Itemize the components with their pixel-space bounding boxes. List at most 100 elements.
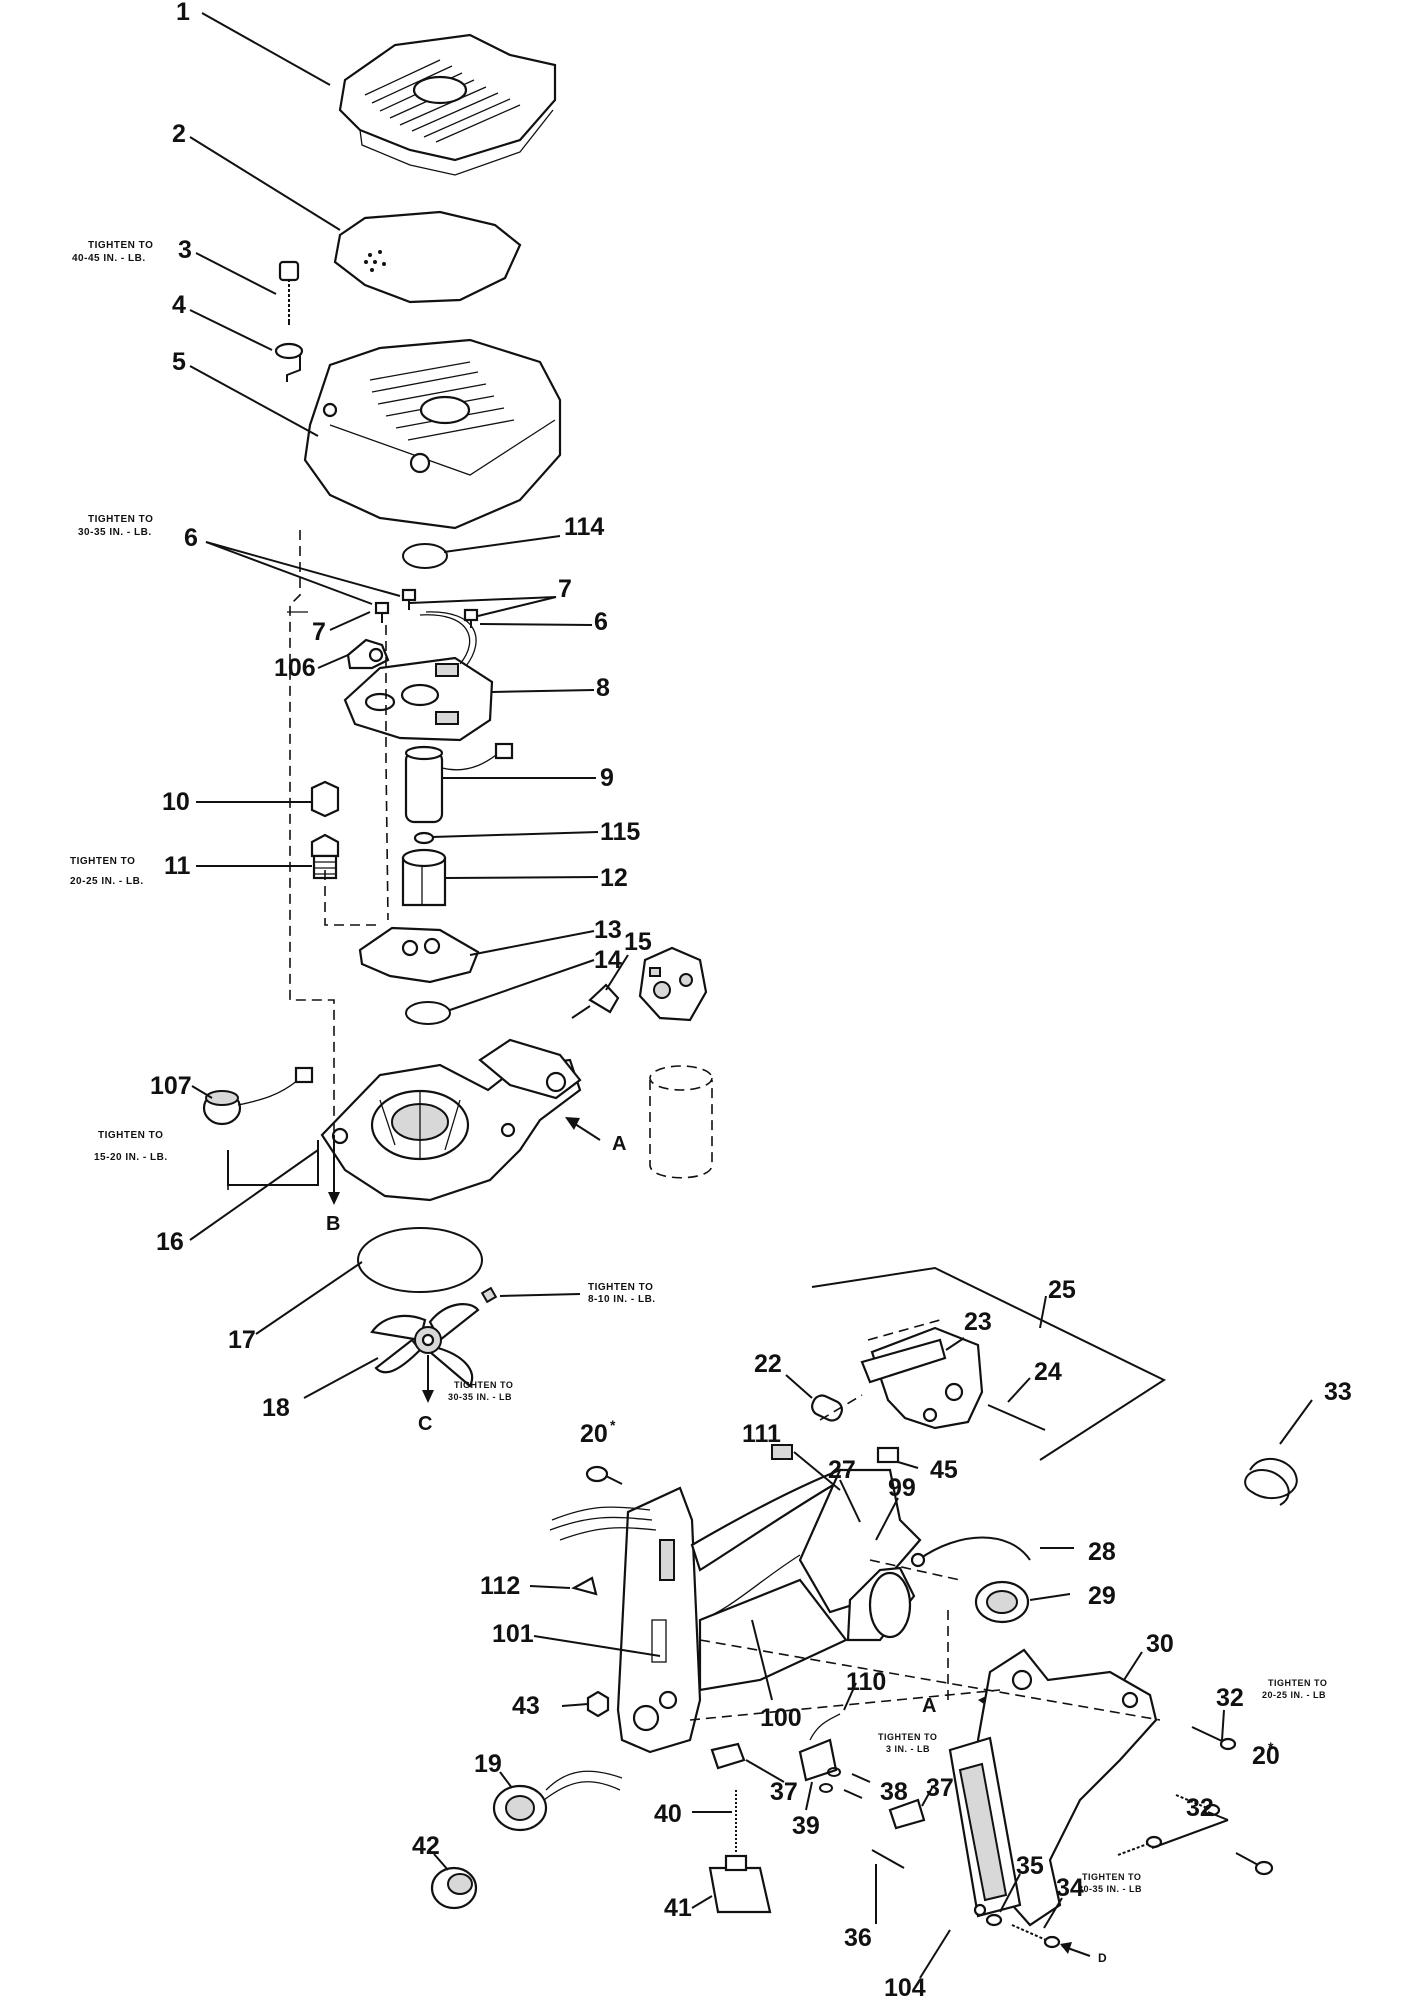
note-34-line2: 30-35 IN. - LB: [1078, 1884, 1142, 1894]
callout-14: 14: [594, 946, 622, 974]
callout-8: 8: [596, 674, 610, 702]
note-107-line2: 15-20 IN. - LB.: [94, 1152, 168, 1163]
torque-notes: TIGHTEN TO 40-45 IN. - LB. TIGHTEN TO 30…: [70, 240, 1327, 1894]
callout-24: 24: [1034, 1358, 1062, 1386]
callout-numbers: 1 2 3 4 5 6 114 7 7 6 106 8 9 10 115 11 …: [150, 0, 1352, 2000]
part-11-fitting: [310, 833, 340, 880]
part-18-fan: [370, 1303, 480, 1388]
part-19-switch: [492, 1770, 623, 1832]
callout-111: 111: [742, 1420, 781, 1448]
part-15-thumb-screw: [571, 983, 620, 1019]
callout-41: 41: [664, 1894, 692, 1922]
callout-15: 15: [624, 928, 652, 956]
note-3-line2: 40-45 IN. - LB.: [72, 253, 146, 264]
marker-a2: A: [922, 1695, 936, 1717]
note-34-line1: TIGHTEN TO: [1082, 1872, 1141, 1882]
callout-107: 107: [150, 1072, 192, 1100]
group-25-bracket: [811, 1266, 1167, 1461]
markers: A B C A D * *: [326, 1133, 1274, 1965]
callout-13: 13: [594, 916, 622, 944]
callout-32a: 32: [1216, 1684, 1244, 1712]
part-1-top-cover: [338, 33, 557, 176]
note-18-line1: TIGHTEN TO: [454, 1380, 513, 1390]
accessory-pump-head: [638, 946, 713, 1179]
part-2-filter-gasket: [333, 210, 522, 304]
callout-5: 5: [172, 348, 186, 376]
callout-23: 23: [964, 1308, 992, 1336]
callout-22: 22: [754, 1350, 782, 1378]
callout-42: 42: [412, 1832, 440, 1860]
callout-11: 11: [164, 852, 191, 880]
part-37-brushes: [710, 1742, 926, 1830]
assembly-guide-lines-right: [689, 1394, 1161, 1721]
marker-b: B: [326, 1213, 340, 1235]
part-16-base-housing: [320, 1038, 582, 1202]
callout-43: 43: [512, 1692, 540, 1720]
part-4-washer: [274, 342, 304, 360]
part-17-o-ring: [357, 1227, 483, 1293]
part-41-trigger: [708, 1854, 772, 1914]
note-18-line2: 30-35 IN. - LB: [448, 1392, 512, 1402]
callout-45: 45: [930, 1456, 958, 1484]
callout-115: 115: [600, 818, 640, 846]
part-104-handle-plate: [948, 1736, 1022, 1918]
note-setscrew-line1: TIGHTEN TO: [588, 1282, 653, 1293]
callout-12: 12: [600, 864, 628, 892]
callout-20b: 20: [1252, 1742, 1280, 1770]
part-34-35-screw-washer: [985, 1913, 1091, 1957]
part-33-wire-loop: [1244, 1458, 1298, 1506]
callout-40: 40: [654, 1800, 682, 1828]
note-32-line2: 20-25 IN. - LB: [1262, 1690, 1326, 1700]
callout-30: 30: [1146, 1630, 1174, 1658]
part-8-terminal-plate: [343, 611, 494, 742]
part-32-screws: [1117, 1726, 1237, 1856]
callout-20a: 20: [580, 1420, 608, 1448]
callout-39: 39: [792, 1812, 820, 1840]
part-115-washer: [413, 831, 435, 845]
marker-star1: *: [610, 1417, 616, 1433]
callout-9: 9: [600, 764, 614, 792]
part-9-capacitor: [404, 742, 514, 824]
part-3-bolt: [278, 260, 300, 325]
callout-27: 27: [828, 1456, 856, 1484]
note-3-line1: TIGHTEN TO: [88, 240, 153, 251]
callout-16: 16: [156, 1228, 184, 1256]
part-29-connector: [974, 1580, 1030, 1624]
callout-7a: 7: [312, 618, 326, 646]
part-42-knob: [430, 1866, 478, 1910]
callout-19: 19: [474, 1750, 502, 1778]
callout-114: 114: [564, 513, 604, 541]
note-setscrew-line2: 8-10 IN. - LB.: [588, 1294, 656, 1305]
part-22-bushing: [811, 1394, 843, 1422]
callout-37a: 37: [770, 1778, 798, 1806]
callout-4: 4: [172, 291, 186, 319]
part-10-hex-nut: [310, 780, 340, 818]
set-screw: [480, 1286, 498, 1304]
note-11-line1: TIGHTEN TO: [70, 856, 135, 867]
callout-36: 36: [844, 1924, 872, 1952]
part-5-motor-housing: [303, 338, 562, 530]
part-111-label: [771, 1444, 793, 1460]
callout-99: 99: [888, 1474, 916, 1502]
callout-38: 38: [880, 1778, 908, 1806]
marker-d: D: [1098, 1951, 1107, 1965]
screws-6-7: [374, 588, 479, 628]
callout-37b: 37: [926, 1774, 954, 1802]
part-20-screw: [585, 1465, 623, 1485]
leader-lines: [189, 12, 1313, 1979]
callout-28: 28: [1088, 1538, 1116, 1566]
marker-star2: *: [1268, 1739, 1274, 1755]
callout-6a: 6: [184, 524, 198, 552]
part-12-sleeve: [401, 848, 447, 907]
callout-25: 25: [1048, 1276, 1076, 1304]
assembly-guide-lines: [227, 355, 389, 1190]
part-14-retaining-ring: [405, 1001, 451, 1025]
callout-112: 112: [480, 1572, 520, 1600]
part-43-nut: [586, 1690, 610, 1718]
part-107-thermal-switch: [202, 1066, 314, 1126]
part-27-barrel: [846, 1566, 916, 1642]
note-11-line2: 20-25 IN. - LB.: [70, 876, 144, 887]
part-23-switch-housing: [860, 1319, 984, 1430]
callout-2: 2: [172, 120, 186, 148]
